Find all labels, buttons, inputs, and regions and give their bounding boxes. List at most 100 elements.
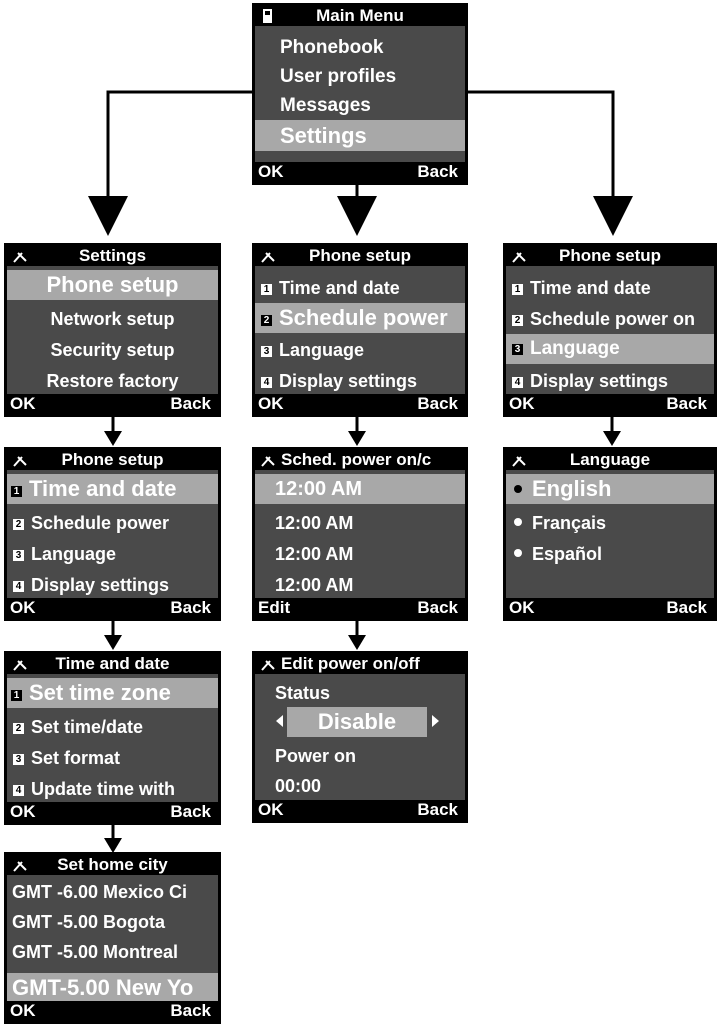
- sched-power-title-bar: Sched. power on/c: [255, 450, 465, 470]
- city-item-new-york[interactable]: GMT-5.00 New Yo: [7, 973, 218, 1003]
- language-title: Language: [569, 450, 651, 469]
- back-softkey[interactable]: Back: [417, 162, 458, 181]
- arrowhead-settings-phone: [104, 431, 122, 446]
- settings-item-phone-setup[interactable]: Phone setup: [7, 270, 218, 300]
- status-prev-arrow[interactable]: [276, 715, 283, 727]
- settings-item-restore-factory[interactable]: Restore factory: [46, 371, 179, 391]
- phone-setup-title-bar: Phone setup: [506, 246, 714, 266]
- back-softkey[interactable]: Back: [417, 598, 458, 617]
- arrowhead-phone-language: [603, 431, 621, 446]
- status-label: Status: [275, 683, 331, 703]
- back-softkey[interactable]: Back: [170, 598, 211, 617]
- ok-softkey[interactable]: OK: [10, 1001, 36, 1020]
- back-softkey[interactable]: Back: [170, 802, 211, 821]
- item-number: 1: [512, 284, 523, 295]
- main-menu-item-user-profiles[interactable]: User profiles: [280, 66, 397, 87]
- schedule-item-1[interactable]: 12:00 AM: [255, 474, 465, 504]
- time-and-date-soft-bar: OK Back: [7, 802, 218, 822]
- back-softkey[interactable]: Back: [666, 394, 707, 413]
- arrowhead-right: [593, 196, 633, 236]
- back-softkey[interactable]: Back: [170, 1001, 211, 1020]
- schedule-item-4[interactable]: 12:00 AM: [275, 575, 354, 595]
- main-menu-item-settings[interactable]: Settings: [255, 120, 465, 151]
- ok-softkey[interactable]: OK: [258, 800, 284, 819]
- ok-softkey[interactable]: OK: [509, 598, 535, 617]
- language-item-francais[interactable]: Français: [506, 510, 714, 536]
- ok-softkey[interactable]: OK: [258, 162, 284, 181]
- language-item-espanol[interactable]: Español: [506, 541, 714, 567]
- phone-setup-title-bar: Phone setup: [7, 450, 218, 470]
- status-value[interactable]: Disable: [287, 707, 427, 737]
- schedule-item-2[interactable]: 12:00 AM: [275, 513, 354, 533]
- item-number: 2: [512, 315, 523, 326]
- settings-screen: Settings Phone setup Network setup Secur…: [4, 243, 221, 417]
- status-next-arrow[interactable]: [432, 715, 439, 727]
- main-menu-item-phonebook[interactable]: Phonebook: [280, 37, 384, 58]
- back-softkey[interactable]: Back: [417, 394, 458, 413]
- arrowhead-left: [88, 196, 128, 236]
- sched-power-screen: Sched. power on/c 12:00 AM 12:00 AM 12:0…: [252, 447, 468, 621]
- ok-softkey[interactable]: OK: [10, 802, 36, 821]
- settings-item-security-setup[interactable]: Security setup: [50, 340, 175, 360]
- time-and-date-title: Time and date: [55, 654, 170, 673]
- tools-icon: [512, 456, 526, 467]
- item-number: 4: [13, 785, 24, 796]
- back-softkey[interactable]: Back: [417, 800, 458, 819]
- phone-setup-soft-bar: OK Back: [255, 394, 465, 414]
- tools-icon: [13, 456, 27, 467]
- ok-softkey[interactable]: OK: [10, 394, 36, 413]
- tools-icon: [261, 456, 275, 467]
- ok-softkey[interactable]: OK: [509, 394, 535, 413]
- item-number: 2: [13, 723, 24, 734]
- ok-softkey[interactable]: OK: [258, 394, 284, 413]
- sched-power-soft-bar: Edit Back: [255, 598, 465, 618]
- item-number: 3: [13, 550, 24, 561]
- edit-power-screen: Edit power on/off Status Disable Power o…: [252, 651, 468, 823]
- city-item-bogota[interactable]: GMT -5.00 Bogota: [12, 912, 166, 932]
- ok-softkey[interactable]: OK: [10, 598, 36, 617]
- edit-power-title-bar: Edit power on/off: [255, 654, 465, 674]
- city-item-mexico[interactable]: GMT -6.00 Mexico Ci: [12, 882, 188, 902]
- main-menu-soft-bar: OK Back: [255, 162, 465, 182]
- main-menu-screen: Main Menu Phonebook User profiles Messag…: [252, 3, 468, 185]
- schedule-item-3[interactable]: 12:00 AM: [275, 544, 354, 564]
- power-on-label: Power on: [275, 746, 357, 766]
- language-item-english[interactable]: English: [506, 474, 714, 504]
- back-softkey[interactable]: Back: [170, 394, 211, 413]
- edit-softkey[interactable]: Edit: [258, 598, 291, 617]
- arrowhead-phone-sched: [348, 431, 366, 446]
- settings-soft-bar: OK Back: [7, 394, 218, 414]
- phone-setup-title: Phone setup: [558, 246, 661, 265]
- city-item-montreal[interactable]: GMT -5.00 Montreal: [12, 942, 179, 962]
- connector-left: [106, 90, 252, 196]
- back-softkey[interactable]: Back: [666, 598, 707, 617]
- tools-icon: [13, 660, 27, 671]
- settings-title: Settings: [78, 246, 147, 265]
- edit-power-title: Edit power on/off: [281, 654, 420, 673]
- item-number: 2: [261, 315, 272, 326]
- connector-right: [466, 90, 615, 196]
- settings-item-network-setup[interactable]: Network setup: [50, 309, 175, 329]
- main-menu-title-bar: Main Menu: [255, 6, 465, 26]
- power-on-time[interactable]: 00:00: [275, 776, 322, 796]
- main-menu-item-messages[interactable]: Messages: [280, 95, 371, 116]
